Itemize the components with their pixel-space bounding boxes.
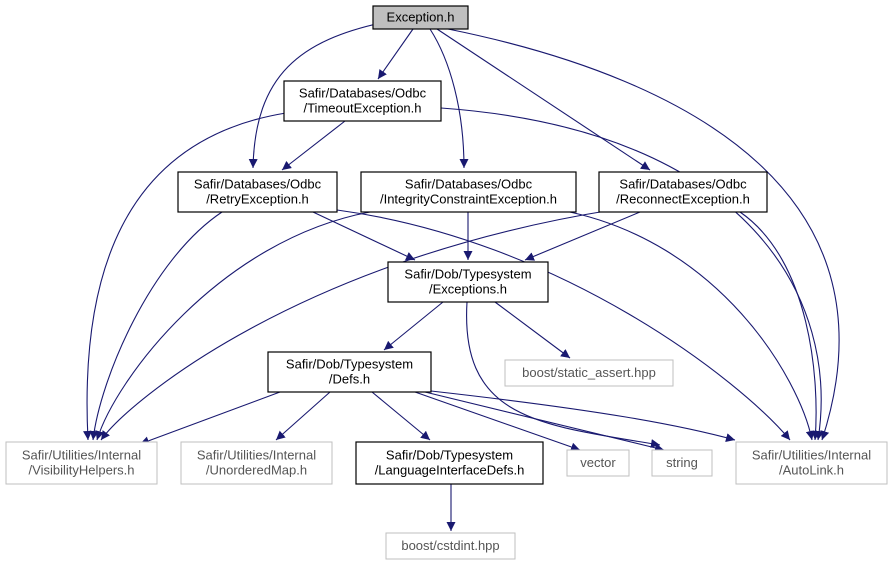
- node-cstdint: boost/cstdint.hpp: [385, 532, 516, 560]
- edge-retry-to-visibility: [89, 211, 223, 441]
- node-label: Exception.h: [387, 10, 455, 25]
- edge-defs-to-visibility: [139, 391, 281, 446]
- node-box: [566, 449, 630, 477]
- edge-reconnect-to-autolink: [739, 211, 821, 441]
- edge-defs-to-string: [424, 391, 665, 453]
- node-label: /AutoLink.h: [779, 463, 844, 478]
- edge-exception-to-timeout: [377, 28, 414, 80]
- node-label: Safir/Databases/Odbc: [405, 177, 533, 192]
- edge-defs-to-langdefs: [371, 391, 431, 441]
- node-exception[interactable]: Exception.h: [372, 5, 469, 30]
- node-box: [180, 441, 333, 485]
- node-box: [5, 441, 158, 485]
- node-label: boost/static_assert.hpp: [522, 365, 656, 380]
- node-label: /VisibilityHelpers.h: [29, 463, 135, 478]
- node-label: /Exceptions.h: [429, 282, 507, 297]
- node-label: Safir/Databases/Odbc: [299, 86, 427, 101]
- node-box: [385, 532, 516, 560]
- node-box: [267, 351, 432, 393]
- edge-retry-to-dob_exceptions: [312, 211, 416, 261]
- node-label: /UnorderedMap.h: [206, 463, 307, 478]
- node-box: [651, 449, 713, 477]
- edge-reconnect-to-visibility: [100, 209, 613, 441]
- edge-defs-to-unordered: [275, 391, 331, 441]
- node-label: /Defs.h: [329, 372, 370, 387]
- node-string: string: [651, 449, 713, 477]
- node-box: [598, 171, 768, 213]
- node-label: boost/cstdint.hpp: [401, 538, 499, 553]
- node-defs[interactable]: Safir/Dob/Typesystem/Defs.h: [267, 351, 432, 393]
- edge-defs-to-autolink: [430, 390, 736, 442]
- edge-reconnect-to-dob_exceptions: [524, 211, 641, 261]
- edge-exception-to-integrity: [429, 28, 469, 169]
- edge-timeout-to-visibility: [83, 112, 287, 441]
- node-visibility: Safir/Utilities/Internal/VisibilityHelpe…: [5, 441, 158, 485]
- node-label: /LanguageInterfaceDefs.h: [375, 463, 525, 478]
- node-reconnect[interactable]: Safir/Databases/Odbc/ReconnectException.…: [598, 171, 768, 213]
- node-label: /IntegrityConstraintException.h: [380, 192, 557, 207]
- node-unordered: Safir/Utilities/Internal/UnorderedMap.h: [180, 441, 333, 485]
- edge-integrity-to-autolink: [559, 209, 815, 441]
- node-box: [735, 441, 888, 485]
- node-langdefs[interactable]: Safir/Dob/Typesystem/LanguageInterfaceDe…: [355, 441, 544, 485]
- node-label: Safir/Utilities/Internal: [22, 448, 141, 463]
- node-label: /ReconnectException.h: [616, 192, 750, 207]
- node-box: [504, 359, 674, 387]
- edge-timeout-to-retry: [281, 120, 346, 171]
- node-integrity[interactable]: Safir/Databases/Odbc/IntegrityConstraint…: [360, 171, 577, 213]
- node-retry[interactable]: Safir/Databases/Odbc/RetryException.h: [177, 171, 338, 213]
- node-label: Safir/Utilities/Internal: [752, 448, 871, 463]
- node-box: [387, 261, 549, 303]
- node-timeout[interactable]: Safir/Databases/Odbc/TimeoutException.h: [283, 80, 442, 122]
- node-box: [360, 171, 577, 213]
- edge-retry-to-autolink: [336, 209, 791, 441]
- edge-timeout-to-autolink: [440, 107, 824, 441]
- edge-integrity-to-visibility: [95, 211, 371, 441]
- node-static_assert: boost/static_assert.hpp: [504, 359, 674, 387]
- node-label: /TimeoutException.h: [303, 101, 421, 116]
- node-box: [372, 5, 469, 30]
- node-box: [283, 80, 442, 122]
- node-autolink: Safir/Utilities/Internal/AutoLink.h: [735, 441, 888, 485]
- node-dob_exceptions[interactable]: Safir/Dob/Typesystem/Exceptions.h: [387, 261, 549, 303]
- node-vector: vector: [566, 449, 630, 477]
- edge-exception-to-autolink: [447, 28, 840, 441]
- edge-dob_exceptions-to-static_assert: [494, 301, 571, 359]
- node-label: vector: [580, 455, 616, 470]
- node-box: [177, 171, 338, 213]
- node-box: [355, 441, 544, 485]
- node-label: Safir/Utilities/Internal: [197, 448, 316, 463]
- node-label: Safir/Dob/Typesystem: [386, 448, 513, 463]
- node-label: Safir/Databases/Odbc: [194, 177, 322, 192]
- node-label: Safir/Dob/Typesystem: [404, 267, 531, 282]
- node-label: string: [666, 455, 698, 470]
- node-layer: Exception.hSafir/Databases/Odbc/TimeoutE…: [5, 5, 888, 560]
- node-label: Safir/Dob/Typesystem: [286, 357, 413, 372]
- node-label: /RetryException.h: [206, 192, 309, 207]
- edge-defs-to-vector: [414, 391, 581, 452]
- node-label: Safir/Databases/Odbc: [619, 177, 747, 192]
- edge-exception-to-retry: [248, 21, 386, 169]
- edge-exception-to-reconnect: [436, 28, 651, 171]
- edge-dob_exceptions-to-defs: [383, 301, 444, 351]
- edge-layer: [83, 21, 840, 531]
